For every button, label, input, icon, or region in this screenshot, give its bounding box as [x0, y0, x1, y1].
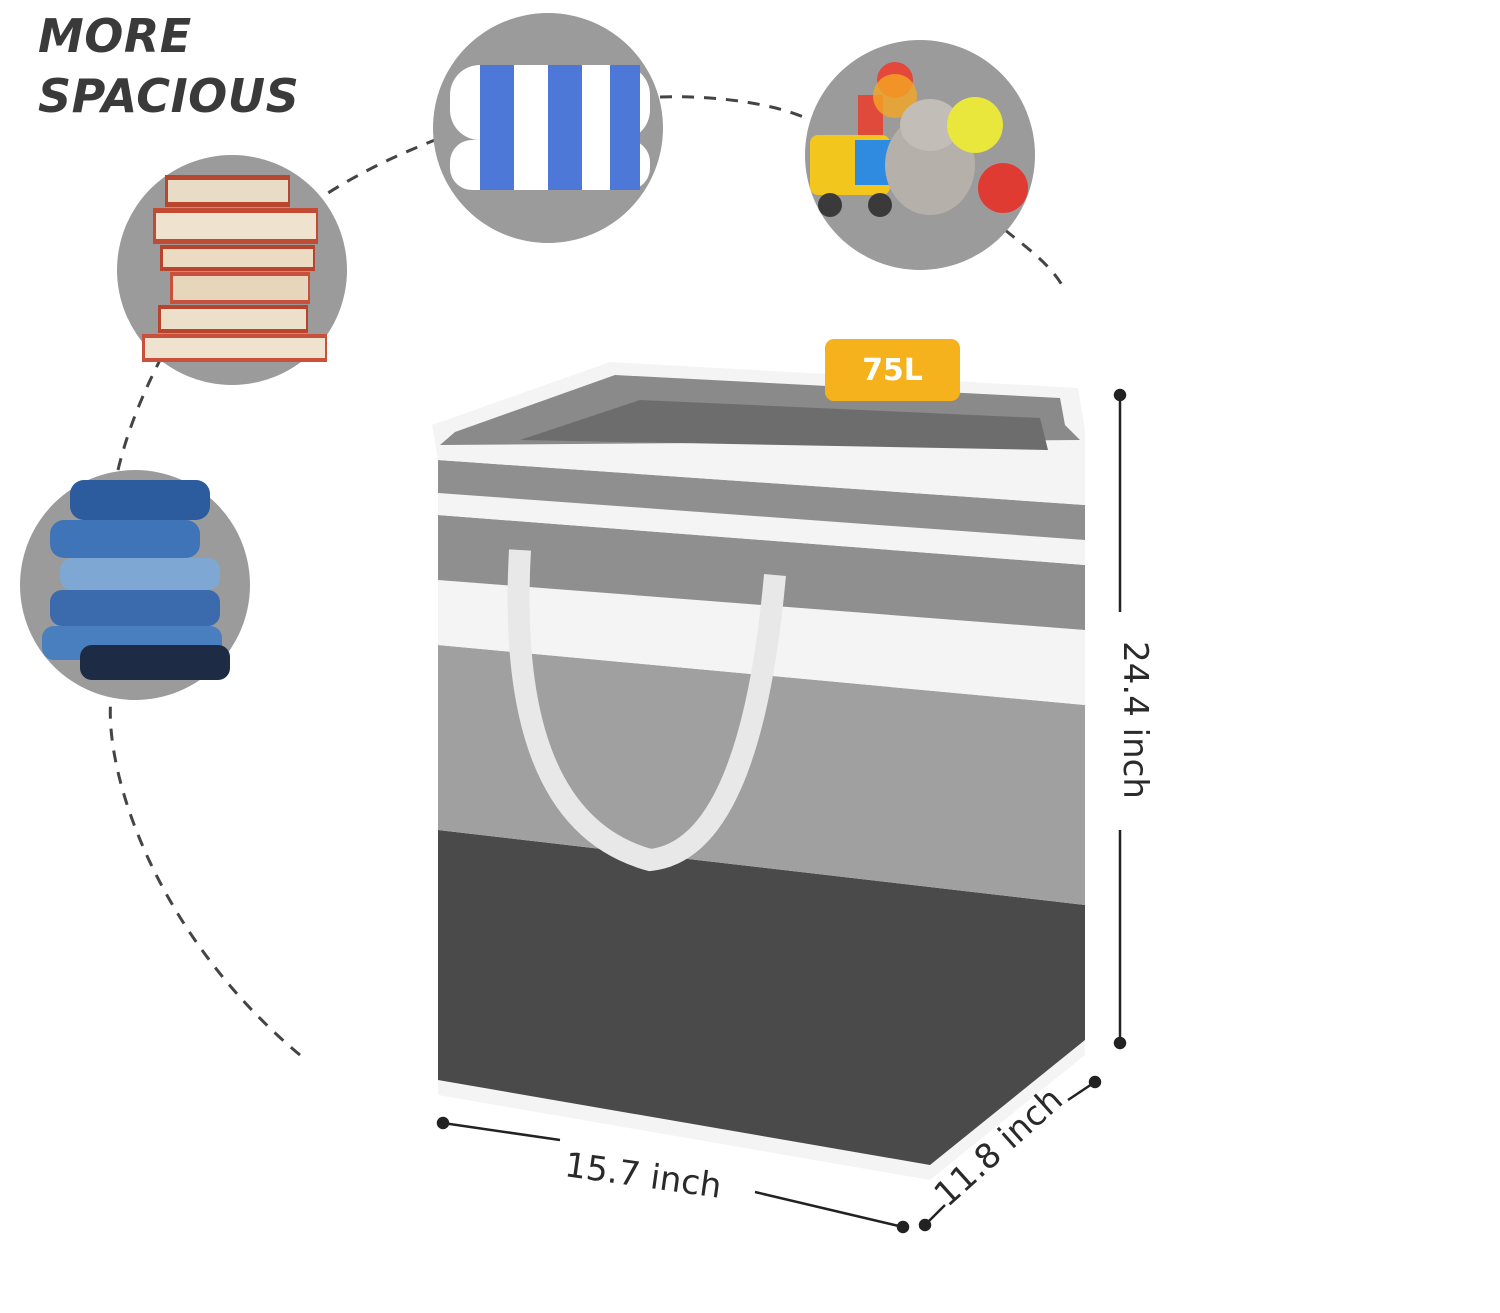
folded-jeans-icon: [20, 470, 250, 700]
headline: MORE SPACIOUS: [38, 6, 299, 126]
toys-icon: [805, 40, 1035, 270]
dimension-lines: [436, 388, 1127, 1234]
capacity-badge: 75L: [825, 339, 960, 401]
headline-line-1: MORE: [38, 9, 192, 63]
dashed-arc: [108, 95, 1064, 1057]
headline-line-2: SPACIOUS: [38, 69, 300, 123]
folded-towels-icon: [433, 13, 663, 243]
height-label: 24.4 inch: [1115, 641, 1155, 799]
storage-bin: [432, 362, 1085, 1180]
book-stack-icon: [117, 155, 347, 385]
